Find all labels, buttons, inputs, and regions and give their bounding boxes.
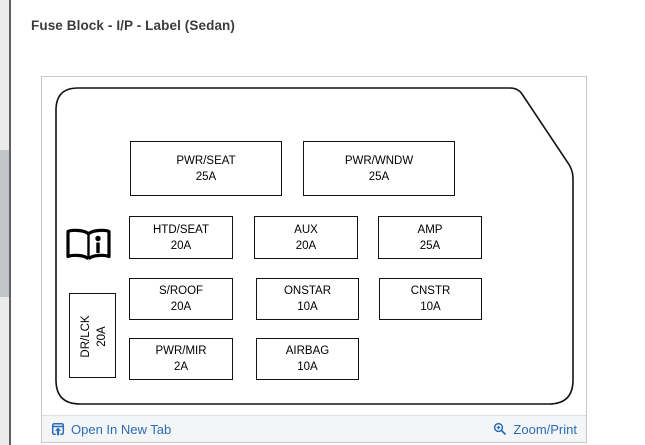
fuse-label: CNSTR — [410, 285, 451, 297]
fuse-label: ONSTAR — [283, 285, 332, 297]
fuse-amp: 25A — [419, 239, 441, 252]
fuse-cnstr: CNSTR 10A — [379, 278, 482, 320]
fuse-onstar: ONSTAR 10A — [256, 278, 359, 320]
fuse-block-diagram: PWR/SEAT 25A PWR/WNDW 25A HTD/SEAT 20A A… — [42, 77, 586, 416]
fuse-label: PWR/MIR — [155, 345, 207, 357]
fuse-label: PWR/WNDW — [344, 154, 414, 167]
fuse-label: S/ROOF — [158, 285, 204, 297]
zoom-magnifier-plus-icon — [494, 422, 507, 436]
fuse-htd-seat: HTD/SEAT 20A — [129, 216, 233, 259]
fuse-amp: 25A — [195, 170, 217, 183]
fuse-amp: 20A — [170, 239, 192, 252]
fuse-pwr-mir: PWR/MIR 2A — [129, 338, 233, 380]
fuse-pwr-seat: PWR/SEAT 25A — [130, 141, 282, 196]
open-in-new-tab-icon — [51, 422, 65, 436]
fuse-label: PWR/SEAT — [176, 154, 236, 167]
open-in-new-tab-label: Open In New Tab — [71, 421, 172, 437]
fuse-block-outline — [55, 87, 574, 405]
owner-manual-book-icon — [66, 228, 111, 261]
fuse-aux: AUX 20A — [254, 216, 358, 259]
fuse-amp: 20A — [95, 326, 108, 347]
open-in-new-tab-link[interactable]: Open In New Tab — [51, 422, 171, 437]
fuse-amp: 10A — [420, 301, 441, 313]
fuse-airbag: AIRBAG 10A — [256, 338, 359, 380]
fuse-s-roof: S/ROOF 20A — [129, 278, 233, 320]
window-edge-divider — [8, 0, 11, 445]
zoom-print-label: Zoom/Print — [513, 421, 577, 437]
fuse-label: HTD/SEAT — [152, 223, 209, 236]
fuse-amp: 10A — [297, 361, 318, 373]
zoom-print-link[interactable]: Zoom/Print — [493, 422, 577, 437]
fuse-amp-box: AMP 25A — [378, 216, 482, 259]
fuse-amp: 2A — [173, 361, 189, 373]
fuse-label: AUX — [294, 223, 318, 236]
fuse-amp: 25A — [368, 170, 390, 183]
fuse-label: DR/LCK — [79, 315, 92, 358]
fuse-dr-lck: DR/LCK 20A — [69, 293, 116, 378]
fuse-label: AIRBAG — [285, 345, 330, 357]
fuse-amp: 20A — [170, 301, 192, 313]
page-title: Fuse Block - I/P - Label (Sedan) — [31, 18, 235, 33]
background-window-scrollbar-track — [0, 0, 9, 445]
fuse-label: AMP — [417, 223, 443, 236]
diagram-footer-bar: Open In New Tab Zoom/Print — [42, 415, 586, 442]
fuse-diagram-panel: PWR/SEAT 25A PWR/WNDW 25A HTD/SEAT 20A A… — [41, 76, 587, 443]
fuse-dr-lck-rotated-text: DR/LCK 20A — [70, 294, 117, 379]
fuse-pwr-wndw: PWR/WNDW 25A — [303, 141, 455, 196]
fuse-amp: 10A — [297, 301, 318, 313]
background-window-scrollbar-thumb[interactable] — [0, 150, 9, 297]
fuse-amp: 20A — [295, 239, 317, 252]
